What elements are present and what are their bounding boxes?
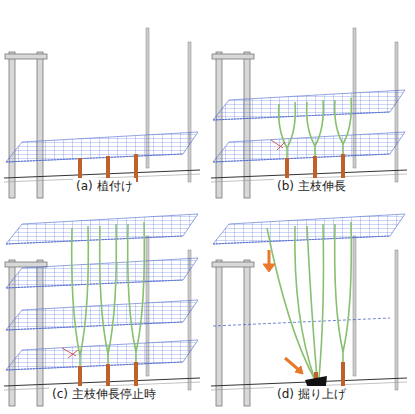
panel-caption: (b) 主枝伸長 [274, 178, 349, 195]
panel-d [211, 214, 407, 406]
panel-a [4, 28, 200, 198]
panel-caption: (a) 植付け [73, 178, 136, 195]
panel-caption: (c) 主枝伸長停止時 [49, 386, 159, 403]
panel-c [4, 214, 200, 406]
panel-caption: (d) 掘り上げ [274, 386, 349, 403]
panel-b [211, 28, 407, 198]
